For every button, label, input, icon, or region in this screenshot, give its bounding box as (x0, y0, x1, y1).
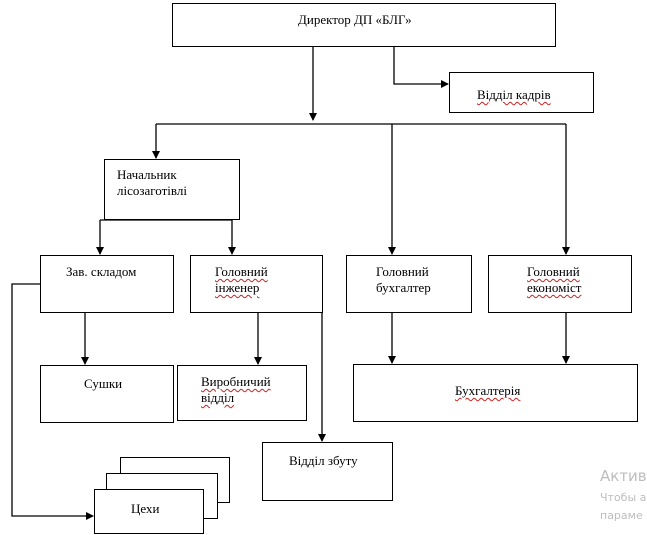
hr-department-label: Відділ кадрів (477, 87, 551, 102)
chief-accountant-box: Головний бухгалтер (346, 255, 472, 313)
chief-engineer-box: Головний інженер (190, 255, 323, 313)
production-department-label: Виробничий відділ (201, 374, 271, 405)
connector-warehouse-workshops (11, 283, 94, 520)
workshops-box: Цехи (94, 489, 204, 534)
production-department-box: Виробничий відділ (177, 365, 307, 421)
warehouse-head-box: Зав. складом (40, 255, 174, 313)
sales-department-box: Відділ збуту (262, 442, 393, 501)
director-label: Директор ДП «БЛГ» (298, 12, 412, 27)
sales-department-label: Відділ збуту (289, 453, 358, 468)
head-logging-label: Начальник лісозаготівлі (117, 167, 187, 198)
chief-economist-box: Головний економіст (488, 255, 632, 313)
hr-department-box: Відділ кадрів (449, 72, 594, 113)
accounting-label: Бухгалтерія (455, 383, 521, 398)
head-logging-box: Начальник лісозаготівлі (104, 159, 240, 220)
director-box: Директор ДП «БЛГ» (172, 3, 556, 47)
accounting-box: Бухгалтерія (353, 364, 638, 422)
workshops-label: Цехи (131, 501, 160, 516)
watermark-line1: Актив (600, 467, 647, 485)
drying-box: Сушки (40, 365, 174, 423)
watermark-line3: параме (600, 509, 643, 522)
chief-engineer-label: Головний інженер (215, 264, 268, 295)
chief-economist-label: Головний економіст (527, 264, 582, 295)
warehouse-head-label: Зав. складом (66, 264, 137, 279)
watermark-line2: Чтобы а (600, 491, 647, 504)
drying-label: Сушки (84, 376, 123, 391)
connector-director-hr (393, 47, 449, 88)
chief-accountant-label: Головний бухгалтер (376, 264, 431, 295)
